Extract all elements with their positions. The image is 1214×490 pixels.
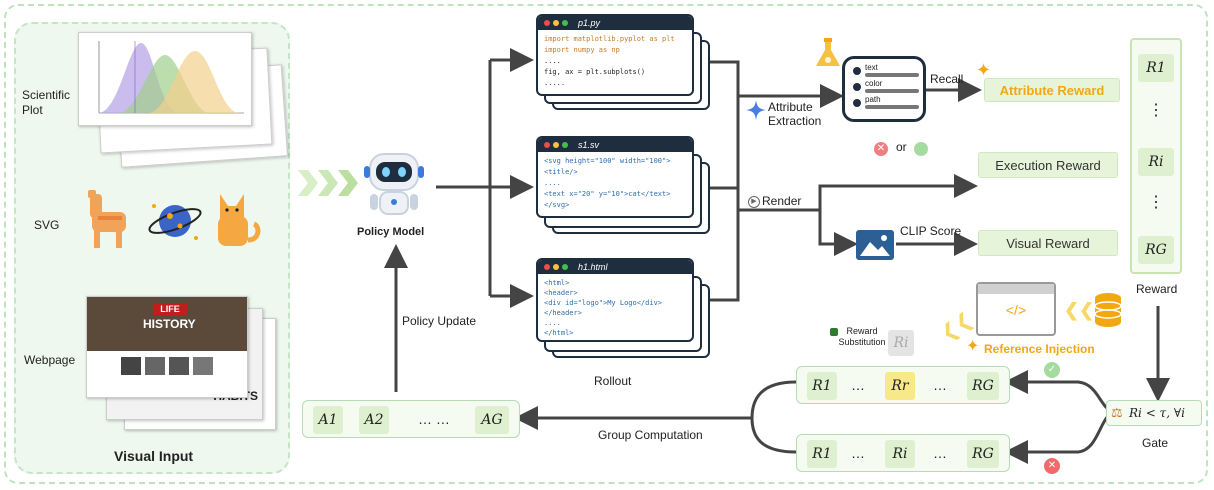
- code-line: <text x="20" y="10">cat</text>: [544, 190, 671, 198]
- recall-label: Recall: [930, 72, 964, 86]
- fail-icon: ✕: [874, 142, 888, 156]
- input-label-webpage: Webpage: [24, 353, 76, 367]
- robot-icon: [362, 150, 426, 227]
- code-window-svg: s1.sv <svg height="100" width="100"> <ti…: [536, 136, 694, 218]
- reference-code-window: </>: [976, 282, 1056, 336]
- code-line: import matplotlib.pyplot as plt: [544, 35, 675, 43]
- gate-label: Gate: [1142, 436, 1169, 450]
- render-label: Render: [762, 194, 802, 208]
- advantage-row: A1 A2 … … AG: [302, 400, 520, 438]
- visual-reward-box: Visual Reward: [978, 230, 1118, 256]
- code-window-html: h1.html <html> <header> <div id="logo">M…: [536, 258, 694, 342]
- star-icon: ✦: [976, 60, 992, 80]
- reward-cell: R1: [1138, 54, 1174, 82]
- reward-cell: RG: [967, 372, 999, 400]
- reward-cell: Ri: [885, 440, 915, 468]
- code-line: <header>: [544, 289, 578, 297]
- code-line: ....: [544, 319, 561, 327]
- or-label: or: [896, 140, 907, 154]
- input-label-scientific-plot: Scientific Plot: [22, 88, 71, 117]
- code-window-python: p1.py import matplotlib.pyplot as plt im…: [536, 14, 694, 96]
- reward-cell: R1: [807, 372, 837, 400]
- input-label-svg: SVG: [34, 218, 60, 232]
- code-line: import numpy as np: [544, 46, 620, 54]
- code-window-title: p1.py: [578, 18, 601, 28]
- code-window-title: s1.sv: [578, 140, 600, 150]
- group-computation-label: Group Computation: [598, 428, 703, 442]
- sparkle-icon: [746, 100, 766, 125]
- scientific-plot-image: [78, 32, 252, 126]
- code-line: <div id="logo">My Logo</div>: [544, 299, 663, 307]
- attribute-card: text color path: [842, 56, 926, 122]
- render-icon: ▶: [748, 196, 760, 208]
- code-line: <svg height="100" width="100">: [544, 157, 671, 165]
- gate-condition: Ri < τ, ∀i: [1129, 406, 1185, 420]
- ellipsis: …: [933, 445, 947, 461]
- code-line: </header>: [544, 309, 582, 317]
- group-row-top: R1 … Rr … RG: [796, 366, 1010, 404]
- image-icon: [856, 230, 894, 265]
- gate-box: ⚖ Ri < τ, ∀i: [1106, 400, 1202, 426]
- code-symbol: </>: [1005, 302, 1027, 318]
- code-line: </html>: [544, 329, 574, 337]
- vertical-ellipsis: ⋮: [1148, 194, 1164, 211]
- attribute-field: text: [865, 63, 878, 72]
- outer-frame: [4, 4, 1208, 484]
- code-line: ....: [544, 179, 561, 187]
- code-line: </svg>: [544, 201, 570, 209]
- webpage-image: LIFE HISTORY: [86, 296, 248, 398]
- attribute-field: color: [865, 79, 883, 88]
- check-icon: ✓: [1044, 362, 1060, 378]
- attribute-extraction-label: Attribute Extraction: [768, 100, 822, 128]
- llama-icon: [82, 188, 134, 255]
- reference-injection-label: Reference Injection: [984, 342, 1095, 356]
- policy-update-label: Policy Update: [402, 314, 477, 328]
- group-row-bottom: R1 … Ri … RG: [796, 434, 1010, 472]
- ellipsis: … …: [418, 411, 450, 427]
- reward-column-label: Reward: [1136, 282, 1178, 296]
- advantage-cell: AG: [475, 406, 509, 434]
- reward-substitution-label: Reward Substitution: [838, 326, 886, 347]
- policy-model-label: Policy Model: [357, 226, 425, 238]
- ellipsis: …: [851, 445, 865, 461]
- advantage-cell: A2: [359, 406, 389, 434]
- chevron-arrow-icon: [298, 170, 360, 201]
- cat-icon: [212, 190, 262, 255]
- rollout-label: Rollout: [594, 374, 632, 388]
- visual-input-title: Visual Input: [114, 448, 194, 464]
- attribute-field: path: [865, 95, 881, 104]
- ellipsis: …: [933, 377, 947, 393]
- clip-score-label: CLIP Score: [900, 224, 962, 238]
- reward-cell: R1: [807, 440, 837, 468]
- reward-cell: Ri: [1138, 148, 1174, 176]
- code-line: <title/>: [544, 168, 578, 176]
- execution-reward-box: Execution Reward: [978, 152, 1118, 178]
- planet-icon: [146, 196, 204, 251]
- code-window-title: h1.html: [578, 262, 608, 272]
- code-line: <html>: [544, 279, 570, 287]
- code-line: ....: [544, 57, 561, 65]
- scale-icon: ⚖: [1111, 405, 1123, 420]
- flask-icon: [814, 38, 842, 73]
- reward-column: R1 ⋮ Ri ⋮ RG: [1130, 38, 1182, 274]
- substituted-reward-cell: Ri: [888, 330, 914, 356]
- advantage-cell: A1: [313, 406, 343, 434]
- vertical-ellipsis: ⋮: [1148, 102, 1164, 119]
- ellipsis: …: [851, 377, 865, 393]
- success-icon: [914, 142, 928, 156]
- code-line: fig, ax = plt.subplots(): [544, 68, 646, 76]
- fail-icon: ✕: [1044, 458, 1060, 474]
- attribute-reward-box: Attribute Reward: [984, 78, 1120, 102]
- reference-reward-cell: Rr: [885, 372, 915, 400]
- star-icon: ✦: [966, 338, 980, 355]
- chevron-left-icon: ❮❮: [1064, 300, 1095, 320]
- reward-cell: RG: [1138, 236, 1174, 264]
- reward-substitution-icon: [830, 328, 838, 336]
- code-line: .....: [544, 79, 566, 87]
- reward-cell: RG: [967, 440, 999, 468]
- database-icon: [1094, 292, 1122, 333]
